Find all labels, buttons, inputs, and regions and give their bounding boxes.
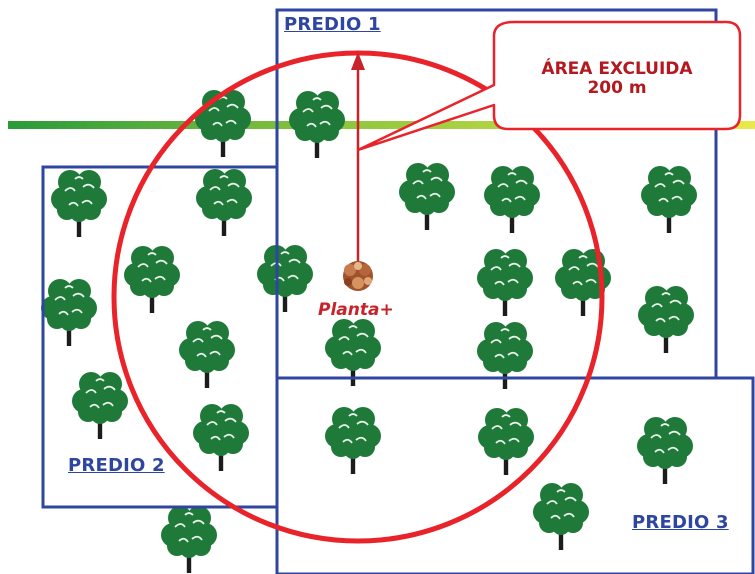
tree-icon bbox=[40, 278, 98, 347]
property-3-label: PREDIO 3 bbox=[632, 512, 729, 533]
tree-icon bbox=[324, 318, 382, 387]
property-2-label: PREDIO 2 bbox=[68, 455, 165, 476]
tree-icon bbox=[532, 482, 590, 551]
radius-arrowhead bbox=[351, 52, 365, 70]
tree-icon bbox=[178, 320, 236, 389]
tree-icon bbox=[477, 407, 535, 476]
tree-icon bbox=[398, 162, 456, 231]
tree-icon bbox=[123, 245, 181, 314]
property-boundary-2 bbox=[41, 165, 279, 509]
exclusion-area-title: ÁREA EXCLUIDA bbox=[541, 59, 693, 79]
road-line bbox=[8, 121, 755, 129]
callout-bubble bbox=[356, 20, 742, 152]
tree-icon bbox=[476, 248, 534, 317]
tree-icon bbox=[640, 165, 698, 234]
tree-icon bbox=[637, 285, 695, 354]
tree-icon bbox=[192, 403, 250, 472]
infected-plant-icon bbox=[343, 261, 373, 291]
tree-icon bbox=[636, 416, 694, 485]
tree-icon bbox=[195, 168, 253, 237]
property-boundary-3 bbox=[275, 376, 755, 574]
tree-icon bbox=[50, 169, 108, 238]
property-1-label: PREDIO 1 bbox=[284, 14, 381, 35]
tree-icon bbox=[160, 505, 218, 574]
tree-icon bbox=[194, 89, 252, 158]
plant-label: Planta+ bbox=[318, 300, 394, 320]
tree-icon bbox=[324, 406, 382, 475]
exclusion-area-radius: 200 m bbox=[587, 78, 647, 98]
tree-icon bbox=[71, 371, 129, 440]
tree-icon bbox=[256, 244, 314, 313]
tree-icon bbox=[288, 90, 346, 159]
exclusion-area-label: ÁREA EXCLUIDA 200 m bbox=[522, 60, 712, 98]
tree-icon bbox=[483, 165, 541, 234]
